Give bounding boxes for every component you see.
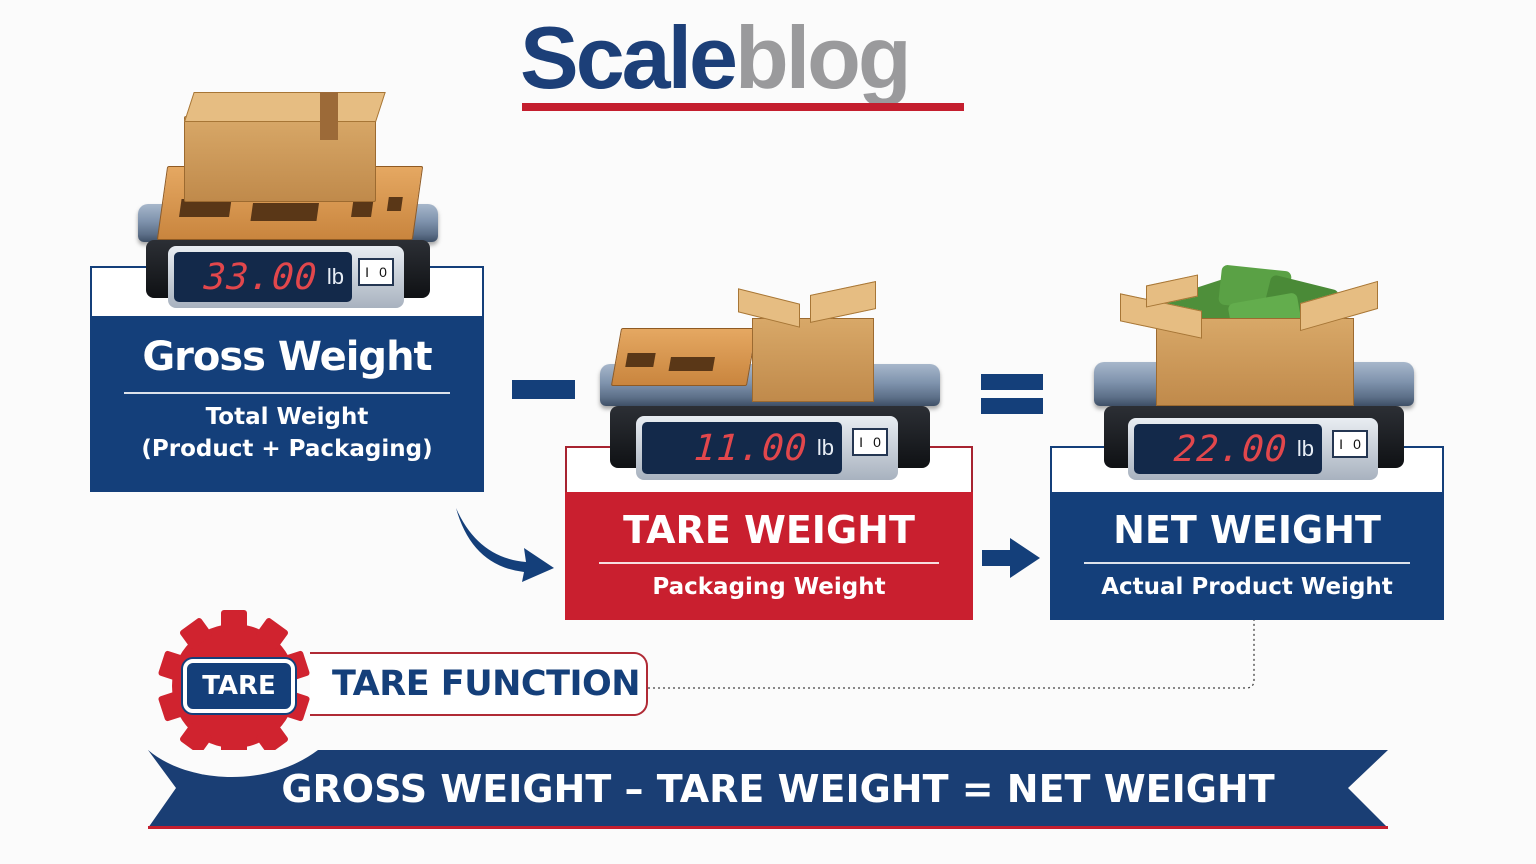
card-subtitle: Actual Product Weight: [1101, 574, 1393, 600]
box-flap: [810, 280, 876, 324]
tare-button[interactable]: TARE: [183, 659, 295, 713]
display-digits: 11.00: [692, 427, 809, 469]
card-title: TARE WEIGHT: [623, 508, 915, 552]
card-divider: [1084, 562, 1410, 564]
formula-text: GROSS WEIGHT – TARE WEIGHT = NET WEIGHT: [281, 767, 1275, 811]
display-digits: 33.00: [202, 256, 319, 298]
card-subtitle: Packaging Weight: [652, 574, 886, 600]
logo-blog-text: blog: [734, 8, 912, 107]
card-body: NET WEIGHT Actual Product Weight: [1050, 492, 1444, 620]
scale-display: 22.00 lb: [1134, 424, 1322, 474]
tare-function-label: TARE FUNCTION: [310, 652, 648, 716]
closed-box-icon: [184, 116, 376, 202]
scale-display: 11.00 lb: [642, 422, 842, 474]
card-body: TARE WEIGHT Packaging Weight: [565, 492, 973, 620]
card-title: NET WEIGHT: [1113, 508, 1381, 552]
card-divider: [599, 562, 939, 564]
card-body: Gross Weight Total Weight (Product + Pac…: [90, 316, 484, 492]
right-arrow-icon: [982, 538, 1040, 578]
card-title: Gross Weight: [142, 334, 432, 380]
equals-bar-bottom: [981, 398, 1043, 414]
card-subtitle: Total Weight: [205, 404, 369, 430]
display-unit: lb: [1296, 436, 1314, 461]
dotted-connector: [648, 620, 1255, 689]
gross-weight-card: Gross Weight Total Weight (Product + Pac…: [90, 266, 484, 492]
open-box-icon: [752, 318, 874, 402]
minus-icon: [512, 380, 575, 399]
equals-bar-top: [981, 374, 1043, 390]
card-subtitle-2: (Product + Packaging): [141, 436, 433, 462]
display-unit: lb: [816, 435, 834, 460]
logo-scale-text: Scale: [520, 8, 738, 107]
pallet-icon: [610, 328, 758, 386]
card-divider: [124, 392, 450, 394]
box-tape: [320, 92, 338, 140]
curved-arrow-icon: [456, 508, 554, 582]
display-unit: lb: [326, 264, 344, 289]
formula-banner: [148, 750, 1388, 829]
logo-underline: [522, 103, 964, 111]
scaleblog-logo: Scaleblog: [520, 14, 1030, 114]
box-lid: [184, 92, 386, 122]
display-digits: 22.00: [1172, 428, 1289, 470]
scale-display: 33.00 lb: [174, 252, 352, 302]
